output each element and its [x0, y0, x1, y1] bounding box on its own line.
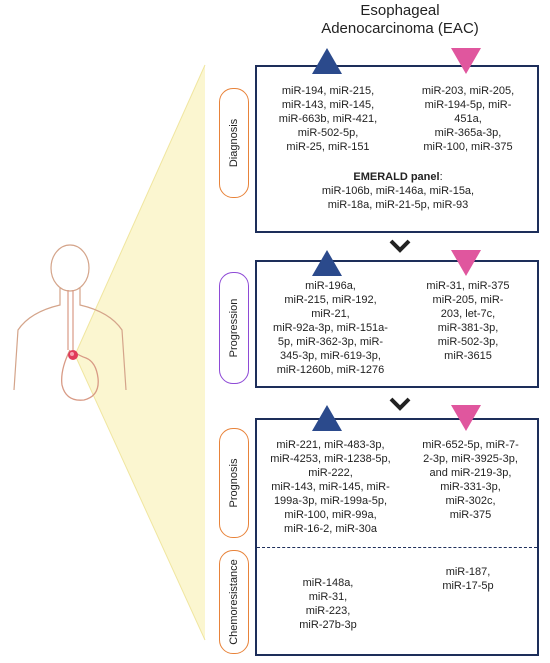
list-item: 451a, [454, 113, 482, 125]
section-divider [257, 547, 537, 548]
chemoresistance-upregulated: miR-148a, miR-31, miR-223, miR-27b-3p [268, 576, 388, 632]
list-item: miR-31, miR-375 [426, 280, 510, 292]
chemoresistance-label: Chemoresistance [228, 559, 240, 645]
list-item: miR-4253, miR-1238-5p, [270, 453, 391, 465]
emerald-panel-title: EMERALD panel [353, 171, 440, 183]
list-item: miR-31, [308, 591, 348, 603]
diagnosis-up-arrow [312, 48, 342, 74]
list-item: 203, let-7c, [440, 308, 496, 320]
list-item: 199a-3p, miR-199a-5p, [273, 495, 388, 507]
list-item: miR-331-3p, [440, 481, 501, 493]
title-line-2: Adenocarcinoma (EAC) [321, 20, 479, 37]
focus-cone [75, 65, 205, 640]
list-item: miR-143, miR-145, miR- [271, 481, 390, 493]
diagnosis-upregulated: miR-194, miR-215, miR-143, miR-145, miR-… [268, 84, 388, 154]
list-item: 345-3p, miR-619-3p, [280, 350, 381, 362]
progression-label: Progression [228, 298, 240, 358]
list-item: miR-143, miR-145, [281, 99, 375, 111]
list-item: miR-27b-3p [299, 619, 357, 631]
diagnosis-downregulated: miR-203, miR-205, miR-194-5p, miR- 451a,… [408, 84, 528, 154]
progression-box [255, 260, 539, 388]
list-item: miR-106b, miR-146a, miR-15a, [321, 185, 475, 197]
list-item: miR-92a-3p, miR-151a- [273, 322, 388, 334]
diagnosis-pill: Diagnosis [219, 88, 249, 198]
cone-edge-bottom [74, 354, 206, 641]
list-item: miR-215, miR-192, [284, 294, 377, 306]
tumor-spot-highlight [70, 352, 74, 356]
list-item: miR-663b, miR-421, [278, 113, 378, 125]
list-item: miR-381-3p, [437, 322, 499, 334]
head [50, 244, 90, 292]
list-item: miR-222, [308, 467, 353, 479]
list-item: miR-1260b, miR-1276 [276, 364, 385, 376]
diagnosis-box [255, 65, 539, 233]
progression-downregulated: miR-31, miR-375 miR-205, miR- 203, let-7… [408, 279, 528, 363]
list-item: miR-652-5p, miR-7- [422, 439, 519, 451]
list-item: miR-187, [445, 566, 491, 578]
diagnosis-label: Diagnosis [228, 118, 240, 168]
list-item: miR-502-5p, [297, 127, 359, 139]
list-item: miR-25, miR-151 [286, 141, 370, 153]
list-item: miR-194-5p, miR- [424, 99, 512, 111]
list-item: miR-196a, [305, 280, 356, 292]
list-item: miR-302c, [445, 495, 496, 507]
list-item: miR-3615 [444, 350, 492, 362]
list-item: and miR-219-3p, [429, 467, 512, 479]
list-item: miR-21, [311, 308, 350, 320]
progression-upregulated: miR-196a, miR-215, miR-192, miR-21, miR-… [258, 279, 403, 377]
prognosis-down-arrow [451, 405, 481, 431]
progression-pill: Progression [219, 272, 249, 384]
diagnosis-down-arrow [451, 48, 481, 74]
list-item: miR-203, miR-205, [421, 85, 515, 97]
list-item: miR-16-2, miR-30a [284, 523, 377, 535]
esophagus [67, 290, 74, 350]
list-item: 2-3p, miR-3925-3p, [423, 453, 518, 465]
title-line-1: Esophageal [360, 2, 440, 19]
cone-edge-top [74, 64, 206, 356]
list-item: miR-375 [449, 509, 492, 521]
chemoresistance-downregulated: miR-187, miR-17-5p [408, 565, 528, 593]
diagram-title: Esophageal Adenocarcinoma (EAC) [300, 2, 500, 38]
prognosis-up-arrow [312, 405, 342, 431]
list-item: miR-148a, [302, 577, 354, 589]
progression-down-arrow [451, 250, 481, 276]
body-outline [13, 288, 127, 391]
list-item: miR-223, [305, 605, 351, 617]
list-item: 5p, miR-362-3p, miR- [277, 336, 384, 348]
prognosis-downregulated: miR-652-5p, miR-7- 2-3p, miR-3925-3p, an… [408, 438, 533, 522]
progression-up-arrow [312, 250, 342, 276]
prognosis-upregulated: miR-221, miR-483-3p, miR-4253, miR-1238-… [258, 438, 403, 536]
list-item: miR-221, miR-483-3p, [276, 439, 385, 451]
list-item: miR-194, miR-215, [281, 85, 375, 97]
chevron-down-icon [389, 397, 411, 411]
chevron-down-icon [389, 239, 411, 253]
stomach [61, 349, 99, 401]
emerald-panel-heading: EMERALD panel: [262, 170, 534, 184]
list-item: miR-17-5p [442, 580, 494, 592]
list-item: miR-100, miR-99a, [284, 509, 377, 521]
emerald-panel: EMERALD panel: miR-106b, miR-146a, miR-1… [262, 170, 534, 212]
list-item: miR-365a-3p, [434, 127, 502, 139]
chemoresistance-pill: Chemoresistance [219, 550, 249, 654]
prognosis-label: Prognosis [228, 458, 240, 508]
prognosis-pill: Prognosis [219, 428, 249, 538]
emerald-panel-colon: : [439, 171, 443, 183]
list-item: miR-100, miR-375 [423, 141, 513, 153]
list-item: miR-18a, miR-21-5p, miR-93 [327, 199, 469, 211]
list-item: miR-502-3p, [437, 336, 499, 348]
prognosis-chemoresistance-box [255, 418, 539, 656]
list-item: miR-205, miR- [432, 294, 504, 306]
